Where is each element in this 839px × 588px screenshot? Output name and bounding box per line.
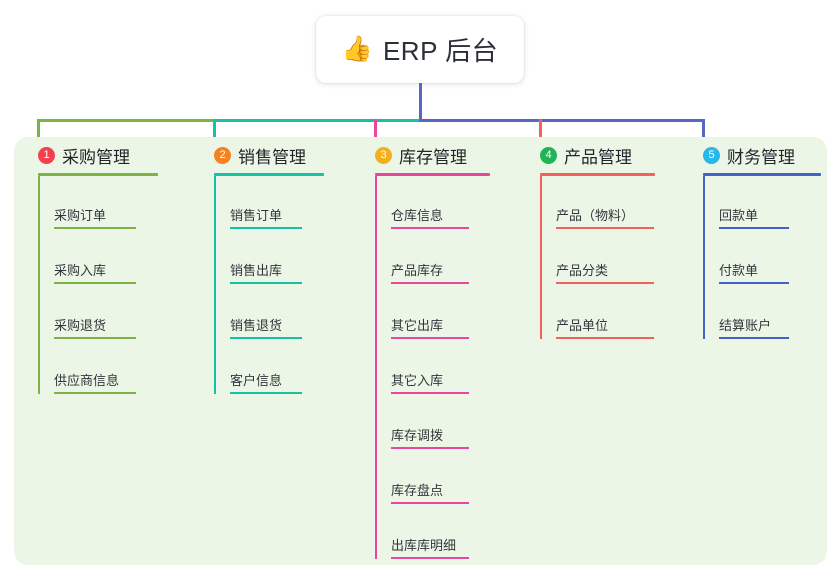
column-header-rule-3 <box>375 173 490 176</box>
leaf-item-label: 仓库信息 <box>391 208 444 223</box>
column-1: 1 采购管理采购订单采购入库采购退货供应商信息 <box>26 137 158 394</box>
leaf-item-label: 销售退货 <box>230 318 283 333</box>
column-header-3[interactable]: 3 库存管理 <box>363 137 467 173</box>
leaf-item-label: 产品分类 <box>556 263 609 278</box>
leaf-item-rule <box>391 337 469 339</box>
leaf-item-label: 其它入库 <box>391 373 444 388</box>
column-title-1: 采购管理 <box>62 147 130 167</box>
column-header-2[interactable]: 2 销售管理 <box>202 137 306 173</box>
column-badge-3: 3 <box>375 146 392 164</box>
leaf-item-label: 采购退货 <box>54 318 107 333</box>
column-spine-3 <box>375 176 377 559</box>
column-title-3: 库存管理 <box>399 147 467 167</box>
leaf-item-label: 产品库存 <box>391 263 444 278</box>
leaf-item-rule <box>230 392 302 394</box>
leaf-item-rule <box>230 282 302 284</box>
leaf-item-label: 销售订单 <box>230 208 283 223</box>
leaf-item-label: 客户信息 <box>230 373 283 388</box>
column-header-rule-5 <box>703 173 821 176</box>
column-badge-4: 4 <box>540 146 557 164</box>
column-header-rule-1 <box>38 173 158 176</box>
leaf-item-rule <box>719 337 789 339</box>
leaf-item-rule <box>719 282 789 284</box>
leaf-item-rule <box>556 337 654 339</box>
column-3: 3 库存管理仓库信息产品库存其它出库其它入库库存调拨库存盘点出库库明细 <box>363 137 490 559</box>
leaf-item-rule <box>230 337 302 339</box>
column-spine-2 <box>214 176 216 394</box>
thumbs-up-icon: 👍 <box>341 34 373 63</box>
leaf-item-label: 产品（物料） <box>556 208 635 223</box>
leaf-item-label: 供应商信息 <box>54 373 120 388</box>
column-spine-1 <box>38 176 40 394</box>
root-title-inner: 👍 ERP 后台 <box>342 31 498 68</box>
column-header-rule-4 <box>540 173 655 176</box>
leaf-item-rule <box>391 392 469 394</box>
column-header-1[interactable]: 1 采购管理 <box>26 137 130 173</box>
column-title-5: 财务管理 <box>727 147 795 167</box>
bus-segment-mid <box>212 119 422 122</box>
column-badge-2: 2 <box>214 146 231 164</box>
leaf-item-label: 回款单 <box>719 208 759 223</box>
column-title-2: 销售管理 <box>238 147 306 167</box>
leaf-item-rule <box>54 227 136 229</box>
leaf-item-rule <box>556 227 654 229</box>
leaf-item-rule <box>391 227 469 229</box>
leaf-item-rule <box>54 337 136 339</box>
leaf-item-label: 其它出库 <box>391 318 444 333</box>
page-title: ERP 后台 <box>382 36 499 66</box>
column-header-4[interactable]: 4 产品管理 <box>528 137 632 173</box>
diagram-panel: 1 采购管理采购订单采购入库采购退货供应商信息 2 销售管理销售订单销售出库销售退货客… <box>14 137 827 565</box>
leaf-item-rule <box>719 227 789 229</box>
leaf-item-rule <box>556 282 654 284</box>
column-2: 2 销售管理销售订单销售出库销售退货客户信息 <box>202 137 324 394</box>
leaf-item-label: 出库库明细 <box>391 538 457 553</box>
leaf-item-label: 产品单位 <box>556 318 609 333</box>
bus-segment-right <box>418 119 705 122</box>
leaf-item-rule <box>54 282 136 284</box>
leaf-item-label: 库存调拨 <box>391 428 444 443</box>
column-spine-4 <box>540 176 542 339</box>
leaf-item-rule <box>391 447 469 449</box>
root-title-card[interactable]: 👍 ERP 后台 <box>316 16 524 83</box>
leaf-item-label: 付款单 <box>719 263 759 278</box>
column-header-5[interactable]: 5 财务管理 <box>691 137 795 173</box>
bus-segment-left <box>36 119 216 122</box>
column-4: 4 产品管理产品（物料） 产品分类产品单位 <box>528 137 655 339</box>
leaf-item-label: 采购入库 <box>54 263 107 278</box>
leaf-item-label: 库存盘点 <box>391 483 444 498</box>
trunk-line <box>418 83 422 122</box>
column-badge-1: 1 <box>38 146 55 164</box>
column-title-4: 产品管理 <box>564 147 632 167</box>
column-spine-5 <box>703 176 705 339</box>
leaf-item-rule <box>54 392 136 394</box>
column-badge-5: 5 <box>703 146 720 164</box>
leaf-item-label: 采购订单 <box>54 208 107 223</box>
leaf-item-rule <box>391 557 469 559</box>
leaf-item-rule <box>391 502 469 504</box>
column-header-rule-2 <box>214 173 324 176</box>
leaf-item-label: 销售出库 <box>230 263 283 278</box>
column-5: 5 财务管理回款单付款单结算账户 <box>691 137 821 339</box>
leaf-item-rule <box>230 227 302 229</box>
leaf-item-rule <box>391 282 469 284</box>
leaf-item-label: 结算账户 <box>719 318 772 333</box>
